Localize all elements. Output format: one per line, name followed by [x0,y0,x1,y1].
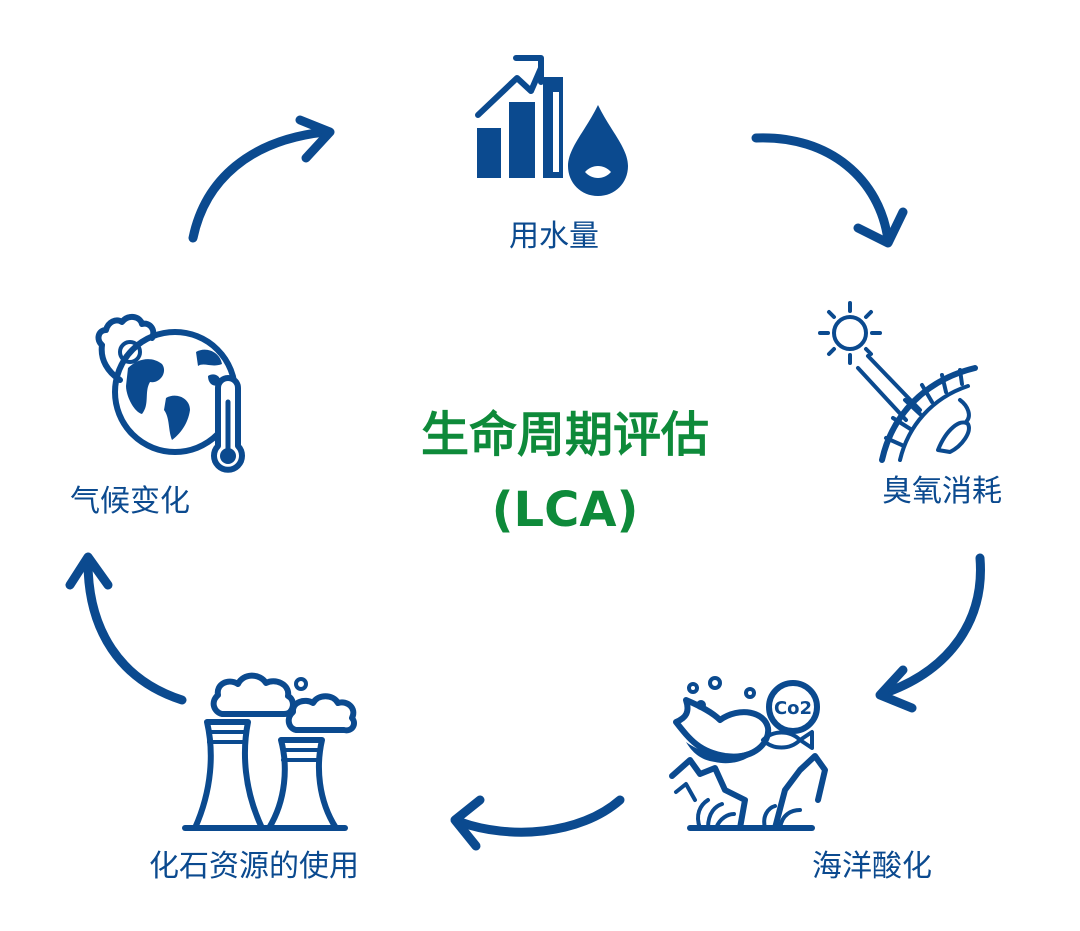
stage-label-water-usage: 用水量 [509,219,599,254]
ozone-depletion-icon [818,301,978,463]
diagram-title: 生命周期评估 [420,407,710,463]
stage-label-ozone-depletion: 臭氧消耗 [882,474,1002,509]
stage-label-climate-change: 气候变化 [70,484,190,519]
stage-label-ocean-acidification: 海洋酸化 [812,849,932,884]
fossil-fuel-icon [182,672,357,831]
climate-change-icon [95,314,245,473]
arrow-bottom [450,795,625,851]
diagram-title-abbreviation: (LCA) [491,482,639,538]
arrow-top-left [188,115,335,243]
arrow-right [875,553,985,713]
stage-label-fossil-fuel-use: 化石资源的使用 [149,849,359,884]
arrow-top-right [751,133,908,248]
co2-icon-text: Co2 [774,698,812,719]
arrow-left [65,552,187,705]
water-usage-icon [475,55,628,196]
ocean-acidification-icon: Co2 [669,676,828,831]
